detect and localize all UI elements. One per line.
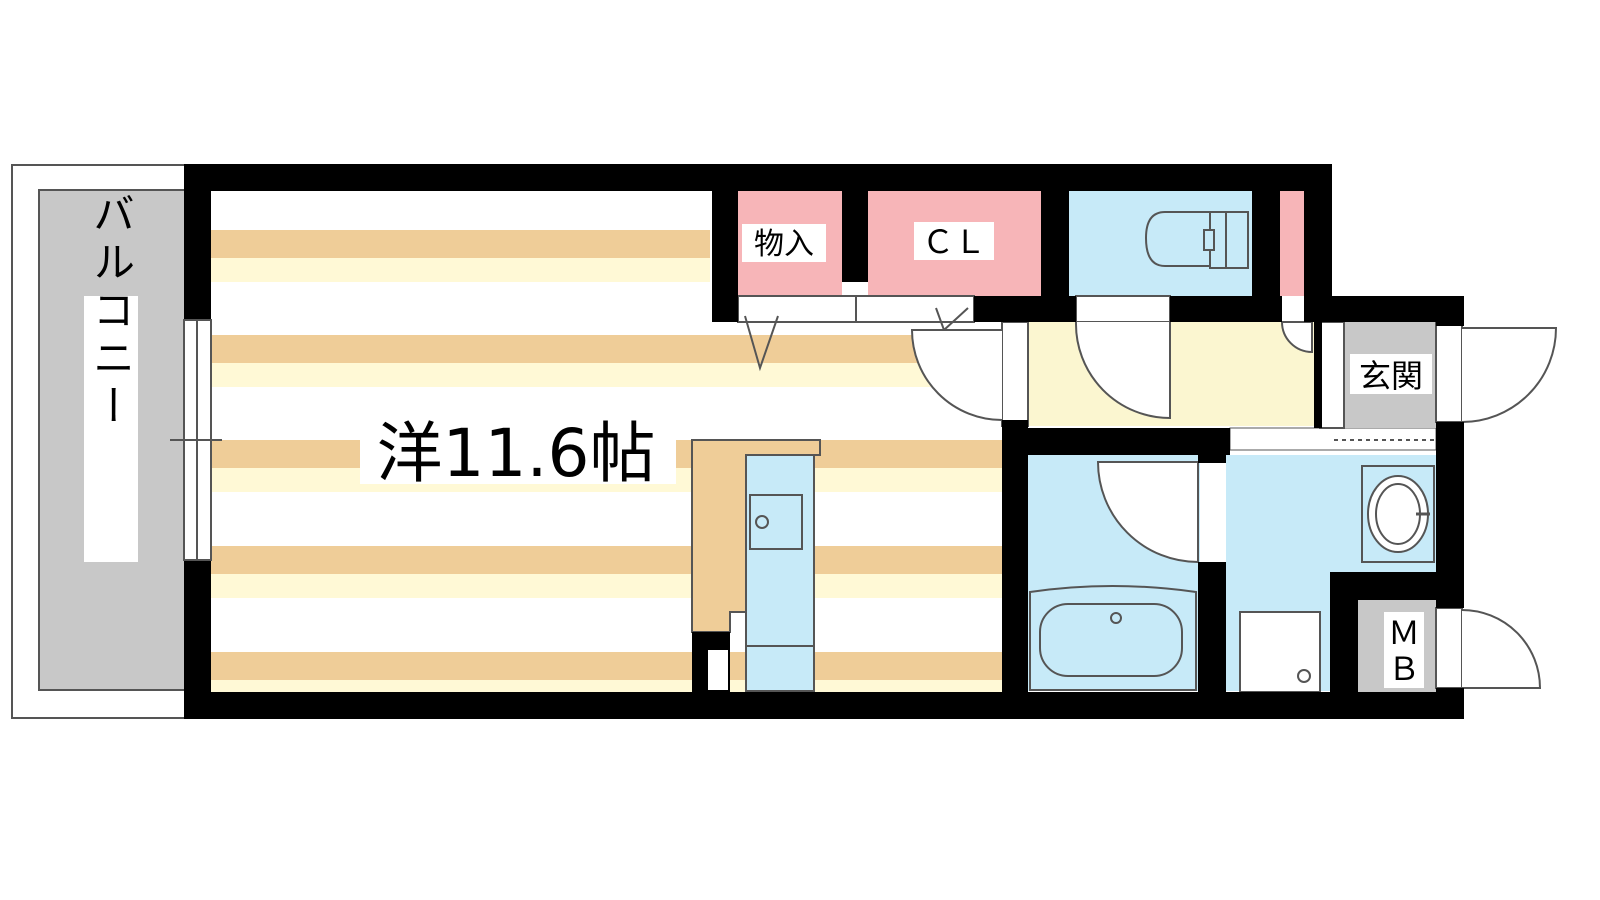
entrance: 玄関: [1319, 321, 1558, 429]
floor-stripes: [210, 230, 1002, 693]
western-room-label: 洋11.6帖: [377, 415, 656, 492]
hallway: [910, 295, 1437, 451]
sink-icon: [749, 494, 803, 550]
walls: [184, 164, 1464, 719]
bathtub-icon: [1029, 585, 1197, 691]
washing-machine-icon: [1239, 611, 1321, 693]
door-swing-icon: [1074, 321, 1171, 420]
storage-label: 物入: [754, 227, 814, 262]
storage-closet: 物入 ＣＬ: [737, 190, 1041, 372]
bathroom: [1028, 455, 1200, 691]
door-swing-icon: [744, 315, 779, 372]
balcony-label: バルコニー: [87, 192, 136, 432]
entrance-label: 玄関: [1359, 357, 1423, 395]
toilet-icon: [1144, 211, 1249, 269]
door-swing-icon: [910, 329, 1003, 421]
meter-box-label-1: Ｍ: [1388, 614, 1420, 652]
toilet-room: [1068, 190, 1304, 296]
door-swing-icon: [1461, 327, 1558, 423]
meter-box-label-2: Ｂ: [1388, 650, 1420, 688]
kitchen: [691, 439, 821, 692]
meter-box: Ｍ Ｂ: [1358, 600, 1542, 692]
door-swing-icon: [1096, 461, 1199, 564]
door-swing-icon: [1461, 609, 1542, 689]
balcony-window: [170, 319, 222, 561]
washbasin-icon: [1361, 465, 1435, 563]
closet-label: ＣＬ: [922, 223, 986, 261]
balcony: バルコニー: [11, 164, 189, 719]
